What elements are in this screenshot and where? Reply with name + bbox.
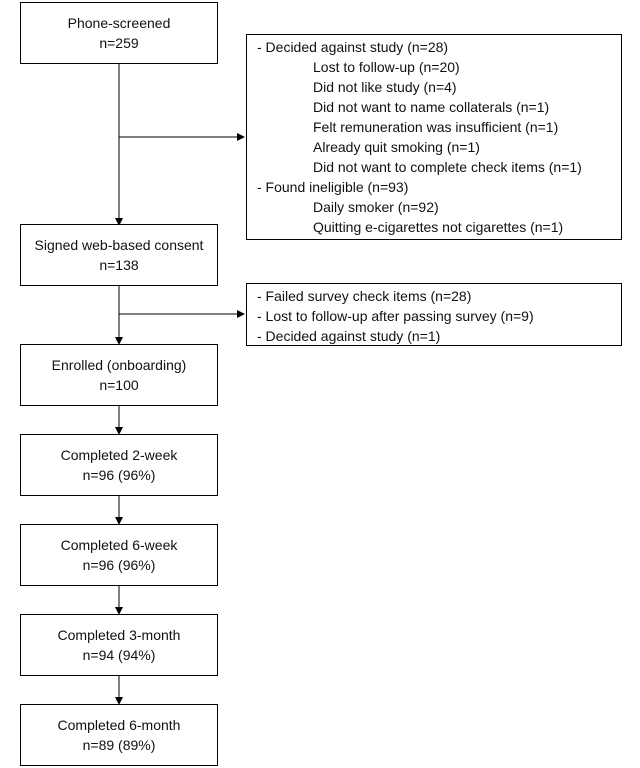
box-label: Completed 3-month: [57, 627, 181, 643]
box-count: n=96 (96%): [82, 557, 156, 573]
box-phone-screened: Phone-screened n=259: [20, 2, 218, 64]
box-label: Completed 6-week: [60, 537, 178, 553]
exclusion-line: Already quit smoking (n=1): [313, 139, 480, 155]
box-label: Signed web-based consent: [34, 237, 204, 253]
exclusion-line: Did not want to name collaterals (n=1): [313, 99, 550, 115]
box-signed-consent: Signed web-based consent n=138: [20, 224, 218, 286]
box-count: n=89 (89%): [82, 737, 156, 753]
exclusion-line: - Failed survey check items (n=28): [257, 288, 472, 304]
box-label: Completed 6-month: [57, 717, 181, 733]
box-count: n=96 (96%): [82, 467, 156, 483]
exclusion-line: Did not want to complete check items (n=…: [313, 159, 582, 175]
box-label: Phone-screened: [67, 15, 171, 31]
exclusion-line: Lost to follow-up (n=20): [313, 59, 460, 75]
exclusion-line: - Decided against study (n=1): [257, 328, 441, 344]
exclusion-box-1: - Decided against study (n=28) Lost to f…: [246, 34, 622, 240]
box-completed-3-month: Completed 3-month n=94 (94%): [20, 614, 218, 676]
exclusion-line: - Decided against study (n=28): [257, 39, 449, 55]
exclusion-line: - Found ineligible (n=93): [257, 179, 409, 195]
box-label: Enrolled (onboarding): [51, 357, 187, 373]
exclusion-line: - Lost to follow-up after passing survey…: [257, 308, 534, 324]
box-count: n=94 (94%): [82, 647, 156, 663]
exclusion-line: Did not like study (n=4): [313, 79, 457, 95]
box-count: n=138: [99, 257, 139, 273]
box-count: n=259: [99, 35, 139, 51]
exclusion-line: Quitting e-cigarettes not cigarettes (n=…: [313, 219, 564, 235]
box-completed-2-week: Completed 2-week n=96 (96%): [20, 434, 218, 496]
box-enrolled: Enrolled (onboarding) n=100: [20, 344, 218, 406]
box-completed-6-month: Completed 6-month n=89 (89%): [20, 704, 218, 766]
exclusion-line: Felt remuneration was insufficient (n=1): [313, 119, 559, 135]
box-count: n=100: [99, 377, 139, 393]
exclusion-line: Daily smoker (n=92): [313, 199, 439, 215]
box-completed-6-week: Completed 6-week n=96 (96%): [20, 524, 218, 586]
exclusion-box-2: - Failed survey check items (n=28) - Los…: [246, 283, 622, 346]
box-label: Completed 2-week: [60, 447, 178, 463]
